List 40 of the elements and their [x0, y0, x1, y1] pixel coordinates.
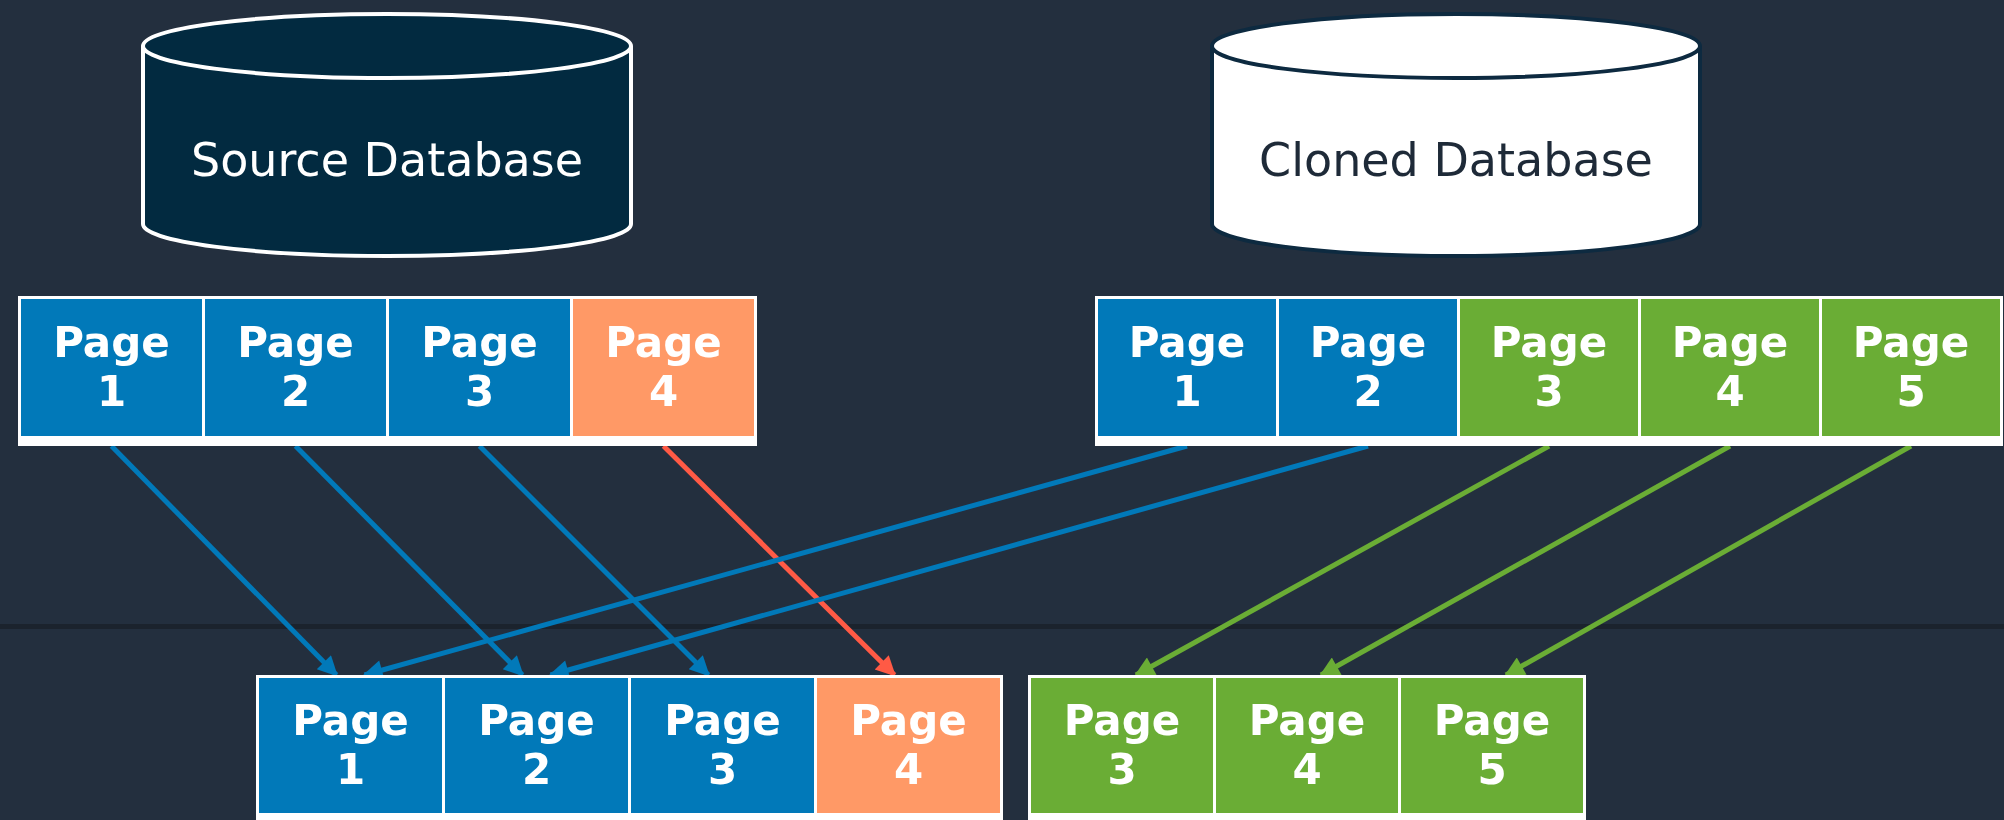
arrow: [477, 444, 711, 677]
page-label: Page 5: [1432, 697, 1552, 794]
page-label: Page 5: [1851, 319, 1971, 416]
arrow: [293, 444, 525, 677]
page-label: Page 4: [1247, 697, 1367, 794]
page-block: [202, 296, 389, 446]
page-block: [1213, 675, 1401, 820]
page-label: Page 3: [420, 319, 539, 416]
page-label: Page 3: [1062, 697, 1182, 794]
database-cylinder: [1210, 12, 1702, 258]
page-label: Page 1: [291, 697, 410, 794]
page-label: Page 2: [236, 319, 355, 416]
database-label: Cloned Database: [1259, 133, 1653, 187]
page-label: Page 3: [1489, 319, 1609, 416]
page-label: Page 2: [1308, 319, 1428, 416]
page-label: Page 3: [663, 697, 782, 794]
page-block: [570, 296, 757, 446]
page-block: [628, 675, 817, 820]
page-label: Page 4: [849, 697, 968, 794]
page-block: [814, 675, 1003, 820]
page-block: [386, 296, 573, 446]
arrow: [109, 444, 339, 677]
page-block: [1028, 675, 1216, 820]
page-label: Page 4: [604, 319, 723, 416]
page-block: [256, 675, 445, 820]
page-label: Page 1: [1127, 319, 1247, 416]
page-block: [18, 296, 205, 446]
page-block: [1276, 296, 1460, 446]
page-block: [1638, 296, 1822, 446]
page-label: Page 1: [52, 319, 171, 416]
page-block: [1095, 296, 1279, 446]
database-cylinder: [141, 12, 633, 258]
database-label: Source Database: [190, 133, 584, 187]
page-block: [1819, 296, 2003, 446]
page-label: Page 4: [1670, 319, 1790, 416]
arrow: [661, 444, 897, 677]
page-label: Page 2: [477, 697, 596, 794]
page-block: [442, 675, 631, 820]
page-block: [1457, 296, 1641, 446]
page-block: [1398, 675, 1586, 820]
